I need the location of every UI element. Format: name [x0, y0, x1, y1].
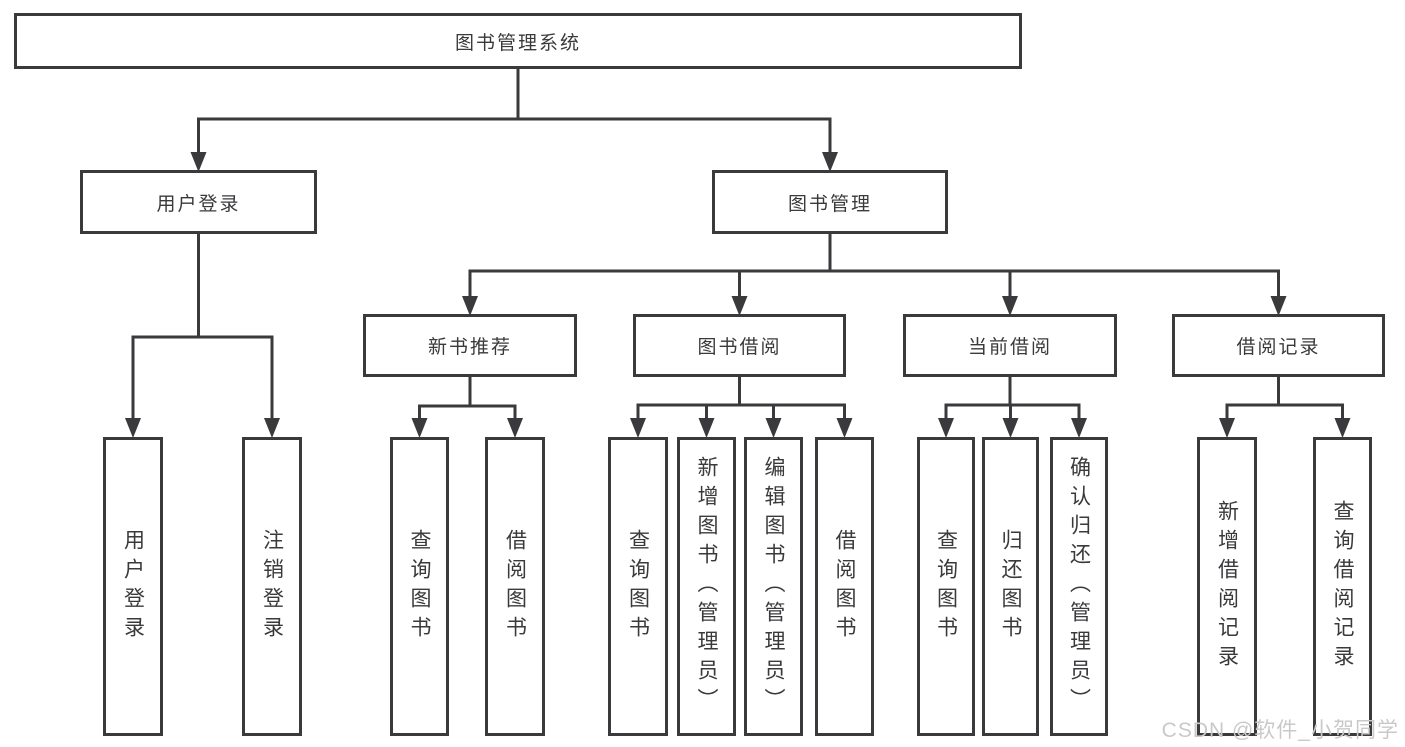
node-label: 借阅记录: [1236, 337, 1321, 358]
leaf-edit-books-admin: 编辑图书（管理员）: [744, 437, 803, 736]
leaf-label: 归还图书: [999, 528, 1022, 645]
leaf-label: 新增借阅记录: [1215, 499, 1239, 674]
leaf-return-books: 归还图书: [982, 437, 1039, 736]
leaf-query-books-borrow: 查询图书: [608, 437, 668, 736]
node-label: 图书借阅: [697, 337, 782, 358]
leaf-label: 查询图书: [408, 528, 431, 645]
leaf-add-books-admin: 新增图书（管理员）: [677, 437, 736, 736]
node-book-borrowing: 图书借阅: [633, 314, 846, 377]
leaf-query-borrow-record: 查询借阅记录: [1313, 437, 1372, 736]
node-new-book-recommend: 新书推荐: [363, 314, 577, 377]
leaf-label: 新增图书（管理员）: [695, 456, 718, 717]
leaf-label: 借阅图书: [833, 528, 856, 645]
leaf-user-login: 用户登录: [103, 437, 163, 736]
node-current-borrowing: 当前借阅: [903, 314, 1117, 377]
leaf-label: 确认归还（管理员）: [1067, 456, 1091, 717]
leaf-borrow-books-recommend: 借阅图书: [485, 437, 545, 736]
node-label: 图书管理: [787, 193, 872, 215]
watermark: CSDN @软件_小贺同学: [1161, 719, 1399, 742]
leaf-label: 注销登录: [260, 528, 284, 645]
leaf-label: 查询借阅记录: [1331, 499, 1354, 674]
leaf-label: 用户登录: [121, 528, 145, 645]
leaf-borrow-books: 借阅图书: [815, 437, 874, 736]
node-label: 新书推荐: [427, 337, 512, 358]
node-label: 用户登录: [156, 193, 241, 215]
node-library-management-system: 图书管理系统: [14, 13, 1022, 69]
leaf-query-books-current: 查询图书: [917, 437, 975, 736]
leaf-label: 查询图书: [626, 528, 650, 645]
connector-lines: [131, 68, 1344, 420]
node-user-login: 用户登录: [80, 170, 317, 234]
leaf-label: 查询图书: [934, 528, 958, 645]
node-borrowing-records: 借阅记录: [1172, 314, 1385, 377]
leaf-add-borrow-record: 新增借阅记录: [1197, 437, 1257, 736]
leaf-label: 编辑图书（管理员）: [762, 456, 785, 717]
leaf-query-books-recommend: 查询图书: [390, 437, 449, 736]
leaf-label: 借阅图书: [503, 528, 527, 645]
leaf-confirm-return-admin: 确认归还（管理员）: [1050, 437, 1108, 736]
node-label: 图书管理系统: [454, 32, 581, 54]
leaf-logout: 注销登录: [242, 437, 302, 736]
node-label: 当前借阅: [967, 337, 1052, 358]
node-book-management: 图书管理: [712, 170, 948, 234]
